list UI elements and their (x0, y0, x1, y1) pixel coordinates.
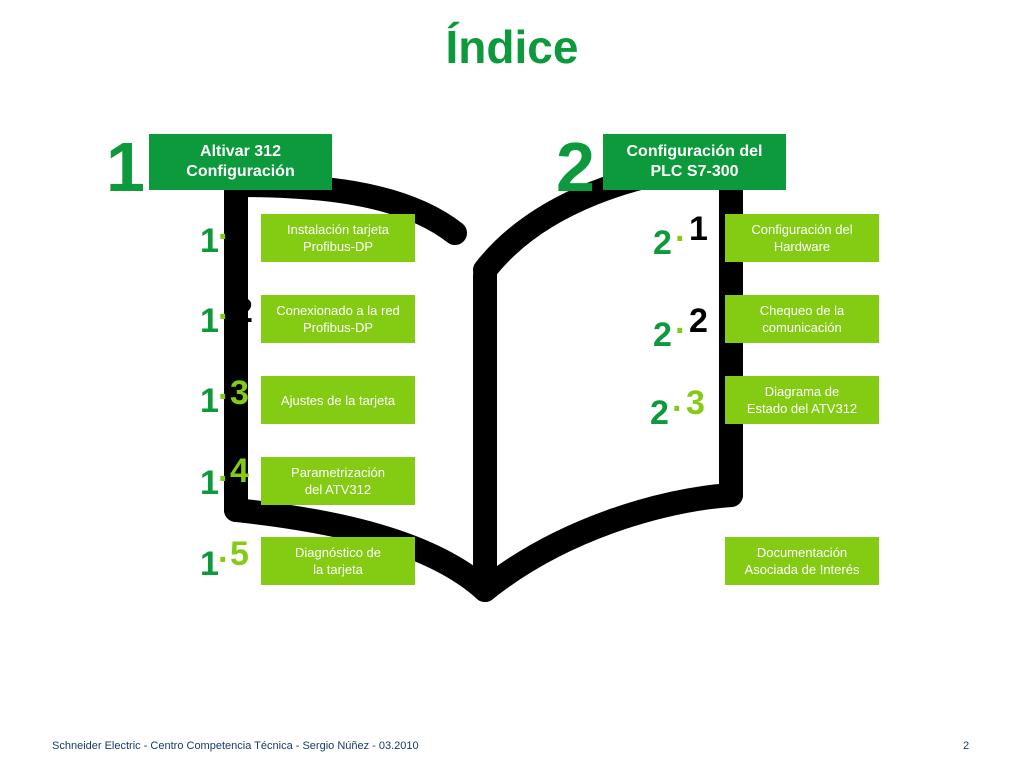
item-number-suffix: 1 (689, 210, 708, 248)
item-number-suffix: 4 (230, 452, 249, 490)
item-number-dot: · (672, 390, 684, 428)
item-2-2-box[interactable]: Chequeo de la comunicación (725, 295, 879, 343)
item-number-prefix: 1 (200, 382, 219, 420)
item-number-dot: · (218, 218, 230, 256)
item-2-3-box[interactable]: Diagrama de Estado del ATV312 (725, 376, 879, 424)
item-number-prefix: 1 (200, 302, 219, 340)
slide-title: Índice (445, 21, 579, 73)
item-1-3-box[interactable]: Ajustes de la tarjeta (261, 376, 415, 424)
item-number-prefix: 1 (200, 464, 219, 502)
item-1-4-box[interactable]: Parametrización del ATV312 (261, 457, 415, 505)
section-1-header[interactable]: Altivar 312 Configuración (149, 134, 332, 190)
item-number-dot: · (675, 220, 687, 258)
item-number-prefix: 2 (653, 224, 672, 262)
item-number-suffix: 5 (230, 535, 249, 573)
item-number-prefix: 2 (653, 316, 672, 354)
item-number-dot: · (218, 298, 230, 336)
documentation-box[interactable]: Documentación Asociada de Interés (725, 537, 879, 585)
page-number: 2 (963, 740, 970, 752)
item-number-suffix: 3 (230, 374, 249, 412)
item-number-dot: · (218, 378, 230, 416)
footer-text: Schneider Electric - Centro Competencia … (52, 740, 419, 752)
item-number-suffix: 3 (686, 384, 705, 422)
item-1-5-box[interactable]: Diagnóstico de la tarjeta (261, 537, 415, 585)
item-1-2-box[interactable]: Conexionado a la red Profibus-DP (261, 295, 415, 343)
item-2-1-box[interactable]: Configuración del Hardware (725, 214, 879, 262)
item-number-prefix: 2 (650, 394, 669, 432)
item-number-suffix: 2 (234, 292, 253, 330)
item-number-dot: · (675, 312, 687, 350)
item-number-prefix: 1 (200, 545, 219, 583)
section-2-number: 2 (556, 128, 595, 206)
item-number-dot: · (218, 460, 230, 498)
section-2-header[interactable]: Configuración del PLC S7-300 (603, 134, 786, 190)
item-number-suffix: 2 (689, 302, 708, 340)
item-number-prefix: 1 (200, 222, 219, 260)
section-1-number: 1 (106, 128, 145, 206)
item-number-dot: · (218, 541, 230, 579)
item-1-1-box[interactable]: Instalación tarjeta Profibus-DP (261, 214, 415, 262)
